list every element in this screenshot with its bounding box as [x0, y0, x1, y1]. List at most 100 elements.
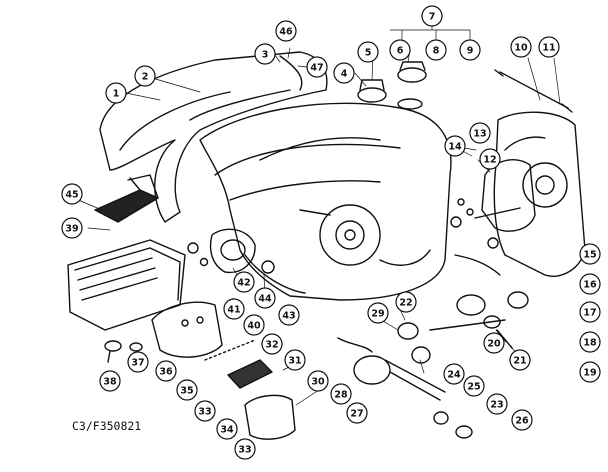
callout-21: 21 [509, 349, 531, 371]
callout-3: 3 [254, 43, 276, 65]
callout-circle [61, 183, 83, 205]
callout-circle [443, 363, 465, 385]
callout-number: 39 [65, 224, 78, 235]
callout-15: 15 [579, 243, 601, 265]
callout-number: 29 [371, 309, 384, 320]
callout-29: 29 [367, 302, 389, 324]
callout-circle [176, 379, 198, 401]
gasket [209, 228, 256, 274]
callout-19: 19 [579, 361, 601, 383]
callout-circle [233, 271, 255, 293]
chain-cover-plate [493, 111, 586, 277]
callout-42: 42 [233, 271, 255, 293]
callout-number: 22 [399, 298, 412, 309]
callout-circle [486, 393, 508, 415]
callout-45: 45 [61, 183, 83, 205]
callout-number: 42 [237, 278, 250, 289]
callout-number: 9 [467, 46, 474, 57]
callout-number: 13 [473, 129, 486, 140]
callout-28: 28 [330, 383, 352, 405]
muffler [151, 301, 223, 358]
callout-circle [579, 331, 601, 353]
callout-17: 17 [579, 301, 601, 323]
callout-11: 11 [538, 36, 560, 58]
crankshaft [337, 337, 473, 439]
callout-circle [483, 332, 505, 354]
callout-circle [278, 304, 300, 326]
callout-number: 18 [583, 338, 597, 349]
callout-number: 10 [514, 43, 528, 54]
callout-25: 25 [463, 375, 485, 397]
callout-number: 34 [220, 425, 234, 436]
callout-circle [538, 36, 560, 58]
callout-circle [333, 62, 355, 84]
callout-41: 41 [223, 298, 245, 320]
crankcase [199, 102, 452, 301]
callout-circle [425, 39, 447, 61]
plug-parts [104, 340, 143, 363]
callout-number: 32 [265, 340, 278, 351]
callout-8: 8 [425, 39, 447, 61]
callout-number: 41 [227, 305, 240, 316]
callout-number: 15 [583, 250, 596, 261]
callout-23: 23 [486, 393, 508, 415]
callout-circle [254, 287, 276, 309]
callout-40: 40 [243, 314, 265, 336]
callout-circle [479, 148, 501, 170]
callout-33: 33 [194, 400, 216, 422]
callout-number: 14 [448, 142, 462, 153]
callout-circle [579, 361, 601, 383]
callout-number: 37 [131, 358, 144, 369]
callout-circle [234, 438, 256, 460]
callout-circle [134, 65, 156, 87]
callout-38: 38 [99, 370, 121, 392]
callout-32: 32 [261, 333, 283, 355]
handle-bar [99, 51, 328, 223]
callout-circle [367, 302, 389, 324]
callout-13: 13 [469, 122, 491, 144]
callout-circle [579, 243, 601, 265]
callout-number: 11 [542, 43, 555, 54]
callout-circle [307, 370, 329, 392]
callout-circle [155, 360, 177, 382]
callout-5: 5 [357, 41, 379, 63]
callout-circle [194, 400, 216, 422]
callout-number: 1 [113, 89, 120, 100]
callout-circle [444, 135, 466, 157]
callout-number: 33 [238, 445, 251, 456]
callout-number: 45 [65, 190, 78, 201]
cylinder-block [67, 239, 186, 331]
callout-circle [284, 349, 306, 371]
callout-number: 21 [513, 356, 526, 367]
callout-14: 14 [444, 135, 466, 157]
callout-circle [216, 418, 238, 440]
callout-number: 44 [258, 294, 272, 305]
callout-number: 2 [142, 72, 149, 83]
callout-number: 33 [198, 407, 211, 418]
callout-circle [421, 5, 443, 27]
callout-34: 34 [216, 418, 238, 440]
callout-number: 26 [515, 416, 529, 427]
callout-circle [223, 298, 245, 320]
callout-circle [395, 291, 417, 313]
callout-37: 37 [127, 351, 149, 373]
callout-44: 44 [254, 287, 276, 309]
callout-39: 39 [61, 217, 83, 239]
callout-circle [579, 301, 601, 323]
callout-number: 31 [288, 356, 301, 367]
callout-18: 18 [579, 331, 601, 353]
callout-number: 3 [262, 50, 269, 61]
callout-1: 1 [105, 82, 127, 104]
piston-parts [397, 291, 529, 364]
caps [357, 61, 427, 110]
callout-circle [243, 314, 265, 336]
callout-number: 7 [429, 12, 436, 23]
callout-number: 17 [583, 308, 596, 319]
muffler-cover [244, 394, 296, 440]
callout-circle [105, 82, 127, 104]
callout-number: 24 [447, 370, 461, 381]
callout-number: 27 [350, 409, 363, 420]
callout-circle [510, 36, 532, 58]
callout-43: 43 [278, 304, 300, 326]
